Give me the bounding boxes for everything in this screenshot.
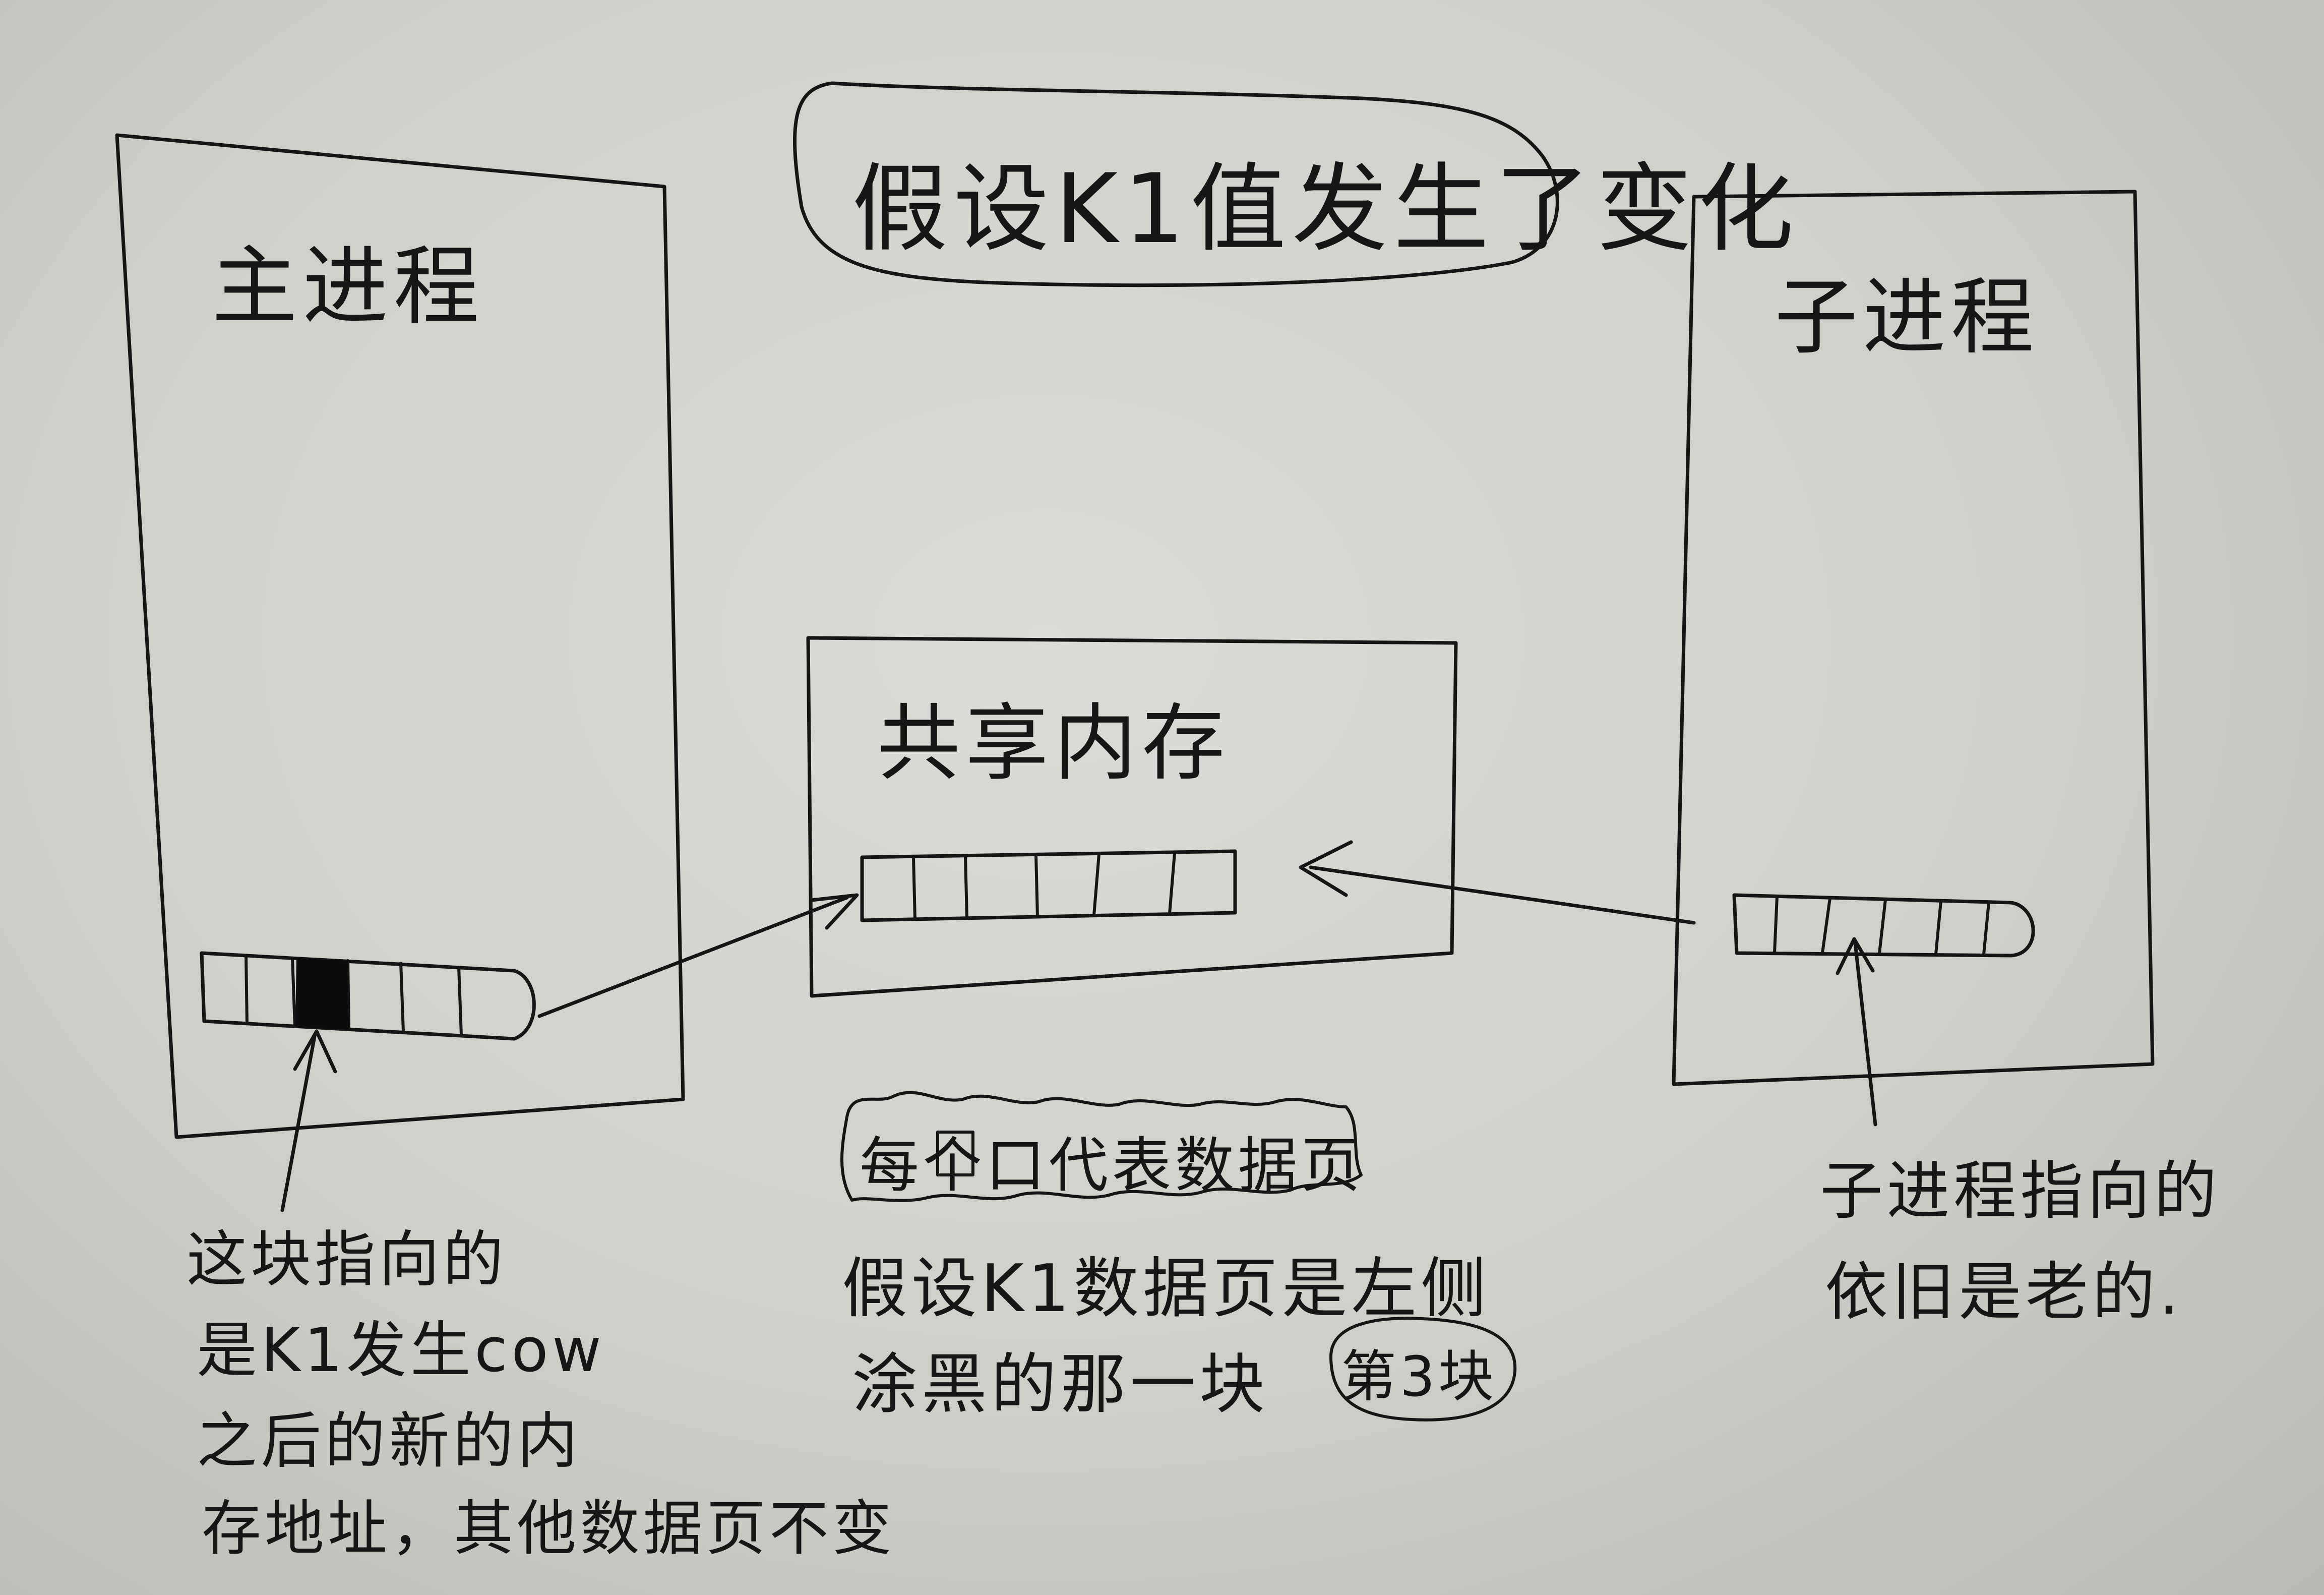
arrow-note-to-highlight — [280, 1029, 337, 1212]
legend-line-3: 第3块 — [1341, 1344, 1497, 1409]
main-note-line-1: 这块指向的 — [187, 1225, 507, 1295]
legend-line-1: 假设K1数据页是左侧 — [842, 1250, 1490, 1327]
shared-memory-label: 共享内存 — [877, 695, 1230, 792]
main-note-line-4: 存地址，其他数据页不变 — [202, 1494, 895, 1563]
third-block-circle — [1329, 1317, 1517, 1422]
main-process-box — [115, 133, 685, 1139]
shared-memory-box — [806, 636, 1458, 998]
main-page-array — [200, 951, 536, 1041]
child-note-line-2: 依旧是老的. — [1825, 1256, 2183, 1329]
page-square-icon — [936, 1131, 974, 1176]
diagram-title: 假设K1值发生了变化 — [852, 153, 1800, 265]
arrow-main-to-shared — [537, 893, 859, 1018]
child-page-array — [1732, 893, 2035, 958]
child-process-box — [1672, 190, 2155, 1086]
legend-label: 每个口代表数据页 — [860, 1131, 1364, 1200]
main-note-line-3: 之后的新的内 — [197, 1406, 582, 1476]
main-note-line-2: 是K1发生cow — [197, 1316, 605, 1386]
child-process-label: 子进程 — [1775, 269, 2039, 366]
shared-page-array — [860, 849, 1237, 922]
arrow-child-to-shared — [1299, 840, 1696, 925]
legend-outline — [840, 1091, 1363, 1202]
k1-highlighted-page — [295, 958, 349, 1030]
child-note-line-1: 子进程指向的 — [1820, 1155, 2221, 1228]
arrow-child-note-to-array — [1836, 937, 1877, 1127]
legend-line-2: 涂黑的那一块 — [852, 1346, 1269, 1423]
title-ellipse — [793, 81, 1559, 287]
main-process-label: 主进程 — [212, 237, 484, 337]
